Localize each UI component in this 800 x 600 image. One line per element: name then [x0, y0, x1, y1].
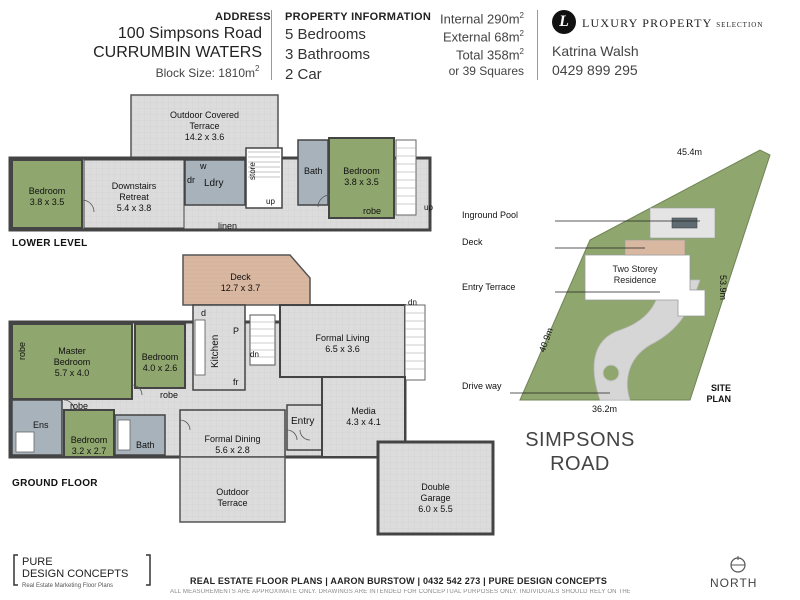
ground-tag-d: d [201, 308, 207, 318]
lower-tag-bath: Bath [304, 166, 323, 176]
ground-outdoor-terrace-label: Outdoor Terrace [216, 487, 249, 508]
block-size: Block Size: 1810m [155, 66, 255, 80]
address-line-2: CURRUMBIN WATERS [93, 44, 262, 61]
lower-bedroom-right-area [328, 137, 395, 219]
ground-tag-dn1: dn [250, 350, 259, 359]
retreat-area [83, 159, 185, 229]
lower-tag-store: store [248, 162, 257, 180]
internal-area: Internal 290m2 [440, 11, 524, 27]
lower-tag-linen: linen [218, 221, 238, 231]
ground-tag-fr: fr [233, 377, 239, 387]
site-label-driveway: Drive way [462, 381, 502, 391]
lower-level-plan [8, 94, 432, 232]
deck-area [182, 254, 311, 306]
header-divider-1 [271, 10, 272, 80]
ground-tag-dn2: dn [408, 298, 417, 307]
ground-stairs [249, 314, 276, 366]
formal-dining-label: Formal Dining 5.6 x 2.8 [204, 434, 261, 455]
lower-bedroom-left-label: Bedroom 3.8 x 3.5 [28, 186, 66, 207]
footer-credits: REAL ESTATE FLOOR PLANS | AARON BURSTOW … [190, 576, 608, 586]
media-label: Media 4.3 x 4.1 [346, 406, 381, 427]
bedroom-mid-area [134, 323, 186, 389]
lower-tag-robe: robe [363, 206, 382, 216]
lower-bath-area [297, 139, 329, 206]
outdoor-covered-terrace-label: Outdoor Covered Terrace 14.2 x 3.6 [169, 110, 240, 142]
entry-area [286, 404, 323, 451]
footer-brand: PURE DESIGN CONCEPTS Real Estate Marketi… [22, 556, 129, 589]
lower-tag-up2: up [424, 203, 433, 212]
block-size-unit-sup: 2 [255, 64, 260, 73]
ground-outdoor-terrace-area [179, 456, 286, 523]
bathrooms-count: 3 Bathrooms [285, 46, 371, 63]
external-area: External 68m2 [442, 29, 524, 45]
master-bedroom-label: Master Bedroom 5.7 x 4.0 [53, 346, 91, 378]
north-arrow-icon [730, 556, 746, 573]
agent-phone: 0429 899 295 [552, 62, 638, 78]
kitchen-bench [194, 319, 206, 376]
bedrooms-count: 5 Bedrooms [285, 26, 366, 43]
ground-tag-ens: Ens [33, 420, 49, 430]
road-name-line-2: ROAD [550, 453, 610, 475]
address-heading: ADDRESS [215, 11, 271, 23]
ground-floor-plan [8, 254, 495, 536]
site-residence [584, 254, 706, 317]
site-label-deck: Deck [462, 237, 483, 247]
site-driveway-island [602, 364, 620, 382]
ground-tag-robe-3: robe [160, 390, 179, 400]
garage-area [376, 440, 495, 536]
lower-tag-dr: dr [187, 175, 196, 185]
ground-tag-robe-2: robe [70, 401, 89, 411]
site-label-pool: Inground Pool [462, 210, 519, 220]
agent-name: Katrina Walsh [552, 43, 639, 59]
site-residence-label: Two Storey Residence [612, 264, 658, 285]
lower-bedroom-left-area [11, 159, 83, 229]
bedroom-low-area [63, 409, 115, 458]
property-info-heading: PROPERTY INFORMATION [285, 11, 432, 23]
ground-tag-entry: Entry [291, 416, 315, 427]
car-count: 2 Car [285, 66, 322, 83]
lower-tag-ldry: Ldry [204, 178, 224, 189]
ground-bathtub [117, 419, 131, 451]
squares: or 39 Squares [448, 64, 524, 78]
ensuite-bath [15, 431, 35, 453]
lower-bedroom-right-label: Bedroom 3.8 x 3.5 [343, 166, 380, 187]
header-divider-2 [537, 10, 538, 80]
bedroom-low-label: Bedroom 3.2 x 2.7 [70, 435, 108, 456]
garage-label: Double Garage 6.0 x 5.5 [418, 482, 453, 514]
formal-living-label: Formal Living 6.5 x 3.6 [315, 333, 370, 354]
ground-tag-robe-1: robe [17, 341, 27, 360]
site-plan [510, 149, 771, 401]
lower-tag-up1: up [266, 197, 275, 206]
site-deck [624, 239, 686, 256]
north-label: NORTH [710, 576, 758, 590]
total-area: Total 358m2 [455, 47, 524, 63]
site-dim-bottom: 36.2m [592, 404, 618, 414]
formal-dining-area [179, 409, 286, 458]
deck-label: Deck 12.7 x 3.7 [220, 272, 261, 293]
site-label-entry-terrace: Entry Terrace [462, 282, 516, 292]
laundry-area [184, 159, 246, 206]
brand-logo-icon: L [552, 10, 576, 34]
lower-level-title: LOWER LEVEL [12, 238, 88, 249]
road-name-line-1: SIMPSONS [525, 429, 635, 451]
site-dim-right: 53.9m [718, 275, 728, 301]
ground-floor-title: GROUND FLOOR [12, 478, 98, 489]
master-bedroom-area [11, 323, 133, 400]
brand-name: LUXURY PROPERTY SELECTION [582, 16, 764, 30]
lower-tag-w: w [200, 161, 207, 171]
footer-disclaimer: ALL MEASUREMENTS ARE APPROXIMATE ONLY. D… [170, 589, 630, 595]
address-line-1: 100 Simpsons Road [117, 25, 262, 42]
site-driveway [593, 279, 701, 401]
bedroom-mid-label: Bedroom 4.0 x 2.6 [141, 352, 179, 373]
site-dim-top: 45.4m [677, 147, 703, 157]
ground-tag-bath: Bath [136, 440, 155, 450]
ground-tag-kitchen: Kitchen [210, 334, 221, 368]
lower-stairs-area [245, 147, 283, 209]
retreat-label: Downstairs Retreat 5.4 x 3.8 [111, 181, 157, 213]
ground-tag-p: P [233, 326, 240, 336]
site-plan-title: SITE PLAN [706, 383, 732, 404]
footer-logo-brackets [13, 554, 151, 586]
site-pool-water [671, 217, 698, 229]
